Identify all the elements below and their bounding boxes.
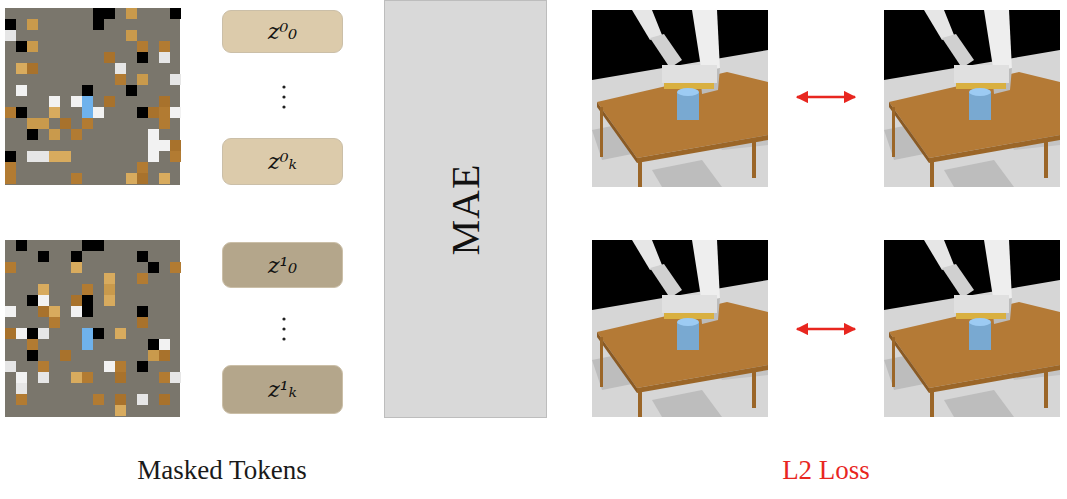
- reconstructed-image: [592, 10, 768, 187]
- caption-label: Masked Tokens: [137, 455, 306, 486]
- loss-arrow: [797, 96, 855, 99]
- masked-image: [5, 240, 181, 417]
- token-box: z⁰₀: [222, 10, 343, 53]
- encoder-box: MAE: [384, 0, 547, 418]
- reconstructed-image: [592, 240, 768, 417]
- token-label: z¹ₖ: [268, 377, 296, 402]
- encoder-label: MAE: [442, 163, 489, 255]
- loss-label: L2 Loss: [782, 455, 870, 486]
- target-image: [884, 10, 1060, 187]
- token-label: z¹₀: [268, 253, 297, 278]
- token-dots: [282, 85, 285, 340]
- token-box: z¹₀: [222, 242, 343, 288]
- token-label: z⁰₀: [268, 19, 297, 44]
- token-label: z⁰ₖ: [268, 149, 296, 174]
- token-box: z¹ₖ: [222, 365, 343, 414]
- token-box: z⁰ₖ: [222, 138, 343, 185]
- target-image: [884, 240, 1060, 417]
- masked-image: [5, 8, 181, 185]
- loss-arrow: [797, 328, 855, 331]
